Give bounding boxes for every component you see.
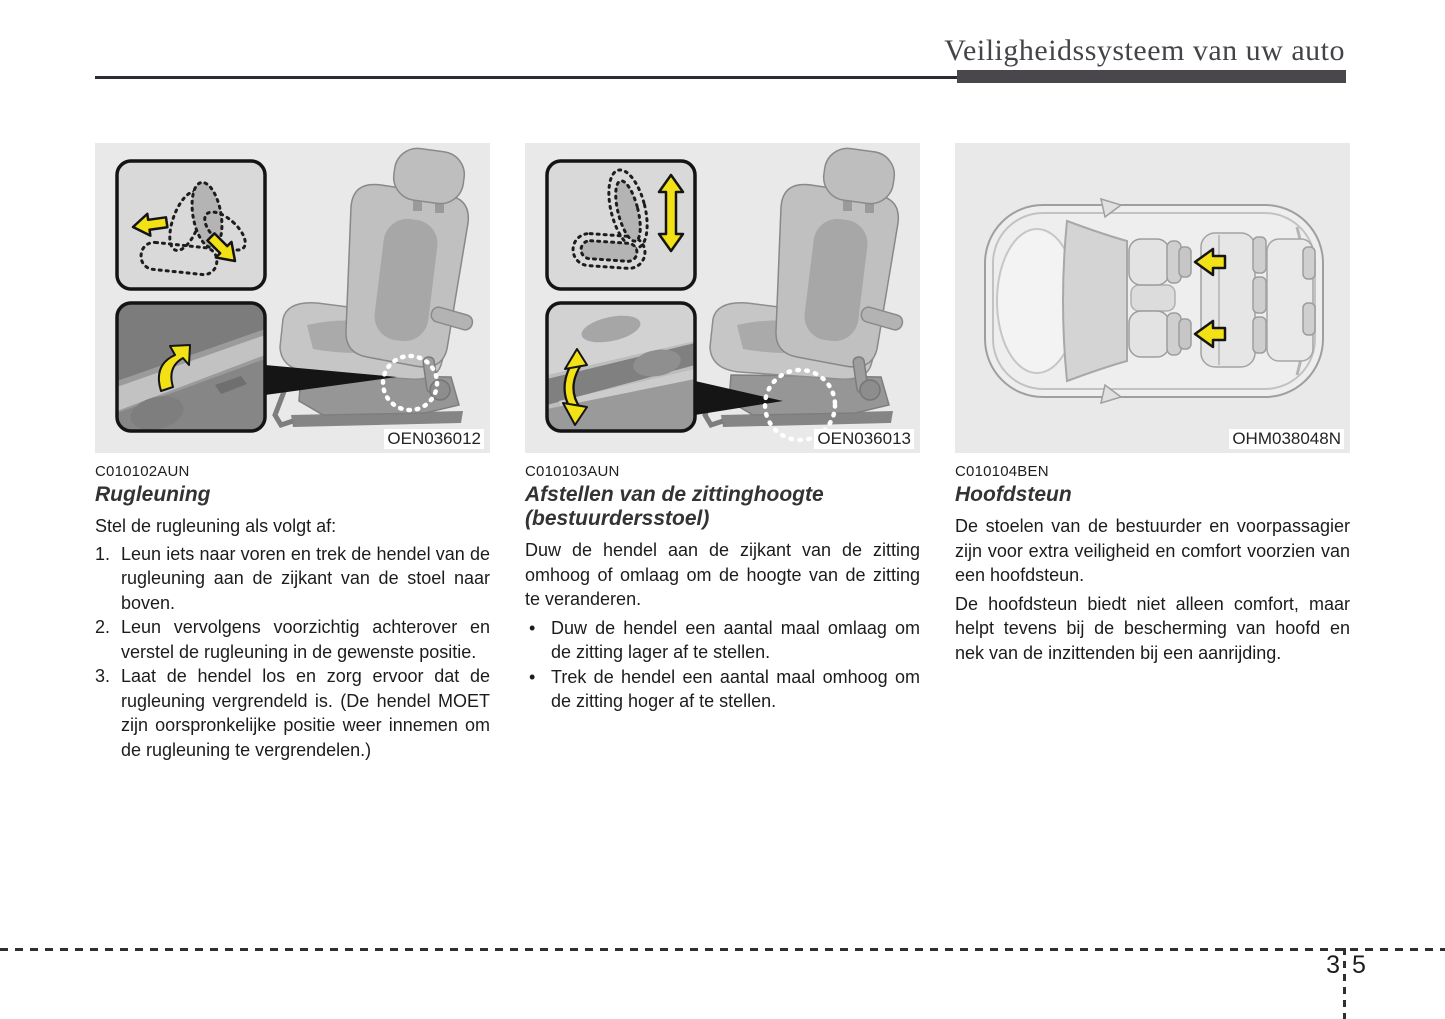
section-heading: Hoofdsteun <box>955 483 1072 506</box>
section-intro: Stel de rugleuning als volgt af: <box>95 516 337 536</box>
figure-code: OEN036012 <box>384 429 484 449</box>
height-lever-inset <box>545 301 697 433</box>
section-paragraph: De stoelen van de bestuurder en voorpass… <box>955 516 1350 585</box>
yellow-curved-arrow-up-icon <box>157 344 191 392</box>
section-paragraph: De hoofdsteun biedt niet alleen comfort,… <box>955 593 1350 663</box>
ref-code: C010103AUN <box>525 463 620 480</box>
list-item: 3. Laat de hendel los en zorg ervoor dat… <box>95 666 490 760</box>
front-passenger-seat <box>1128 310 1192 358</box>
header-rule <box>95 76 957 79</box>
recline-lever-inset <box>115 301 267 433</box>
list-item: 1. Leun iets naar voren en trek de hende… <box>95 543 490 613</box>
callout-wedge <box>695 381 783 415</box>
figure-seat-height: OEN036013 <box>525 143 920 453</box>
third-row-bench <box>1266 238 1316 362</box>
recline-positions-inset <box>115 159 267 291</box>
chapter-number: 3 <box>1326 951 1340 979</box>
seat-height-illustration <box>545 143 920 443</box>
footer-cut-line <box>0 948 1445 951</box>
headrest-topview-illustration <box>984 197 1324 405</box>
figure-code: OEN036013 <box>814 429 914 449</box>
list-item: 2. Leun vervolgens voorzichtig achterove… <box>95 617 490 662</box>
ref-code: C010104BEN <box>955 463 1049 480</box>
yellow-arrow-down-right-icon <box>206 232 237 263</box>
dotted-focus-circle <box>380 353 440 413</box>
section-heading: Afstellen van de zittinghoogte (bestuurd… <box>525 483 824 530</box>
dotted-focus-circle <box>762 367 838 443</box>
front-driver-seat <box>1128 238 1192 286</box>
section-intro: Duw de hendel aan de zijkant van de zitt… <box>525 540 920 609</box>
car-top-view <box>984 197 1324 405</box>
ref-code: C010102AUN <box>95 463 190 480</box>
yellow-arrow-left-icon <box>1193 247 1227 277</box>
figure-seatback-recline: OEN036012 <box>95 143 490 453</box>
yellow-vertical-double-arrow-icon <box>657 173 685 253</box>
figure-code: OHM038048N <box>1229 429 1344 449</box>
yellow-arrow-left-icon <box>1193 319 1227 349</box>
callout-wedge <box>265 365 397 395</box>
section-rugleuning: C010102AUN Rugleuning Stel de rugleuning… <box>95 463 490 762</box>
height-positions-inset <box>545 159 697 291</box>
seatback-recline-illustration <box>115 143 490 433</box>
seat-side-view <box>705 145 904 427</box>
list-item: • Trek de hendel een aantal maal omhoog … <box>529 666 920 712</box>
section-hoofdsteun: C010104BEN Hoofdsteun De stoelen van de … <box>955 463 1350 669</box>
section-zittinghoogte: C010103AUN Afstellen van de zittinghoogt… <box>525 463 920 714</box>
yellow-arrow-left-icon <box>131 212 169 237</box>
header-bar <box>957 70 1346 83</box>
footer-cut-line-vertical <box>1343 948 1346 1019</box>
list-item: • Duw de hendel een aantal maal omlaag o… <box>529 617 920 663</box>
figure-headrest-topview: OHM038048N <box>955 143 1350 453</box>
yellow-curved-double-arrow-icon <box>562 348 588 426</box>
page-number: 5 <box>1352 951 1366 979</box>
page-title: Veiligheidssysteem van uw auto <box>944 34 1345 67</box>
section-heading: Rugleuning <box>95 483 211 506</box>
